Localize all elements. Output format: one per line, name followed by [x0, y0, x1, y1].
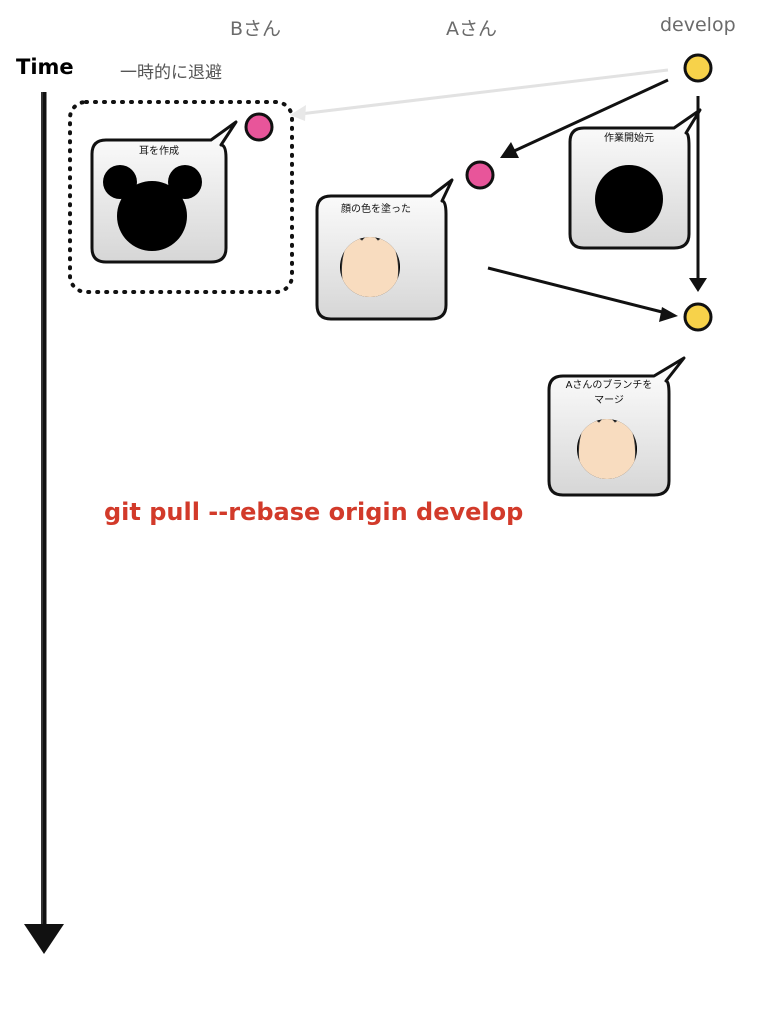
arrow-a-to-merge	[487, 266, 678, 322]
black-circle-face	[595, 165, 663, 233]
column-label-a: Aさん	[446, 18, 497, 40]
arrow-develop-down	[689, 96, 707, 292]
merge-commit-node	[683, 302, 713, 332]
develop-commit-node	[683, 53, 713, 83]
column-label-develop: develop	[660, 14, 736, 36]
time-axis-label: Time	[16, 55, 74, 79]
arrow-develop-to-a	[500, 78, 669, 158]
bubble-b-ears	[90, 120, 238, 264]
commit-caption-develop-merge-line1: Aさんのブランチを	[565, 380, 653, 391]
commit-caption-a-color: 顔の色を塗った	[341, 204, 411, 215]
commit-caption-develop-merge: Aさんのブランチを マージ	[549, 378, 669, 408]
commit-caption-develop-merge-line2: マージ	[594, 395, 624, 406]
stash-dotted-box	[68, 100, 294, 294]
git-command-text: git pull --rebase origin develop	[104, 498, 524, 526]
arrow-develop-to-stash	[290, 68, 669, 121]
bubble-a-color	[315, 178, 454, 321]
commit-caption-b-ears: 耳を作成	[139, 146, 179, 157]
mickey-head	[117, 181, 187, 251]
commit-caption-develop-start: 作業開始元	[604, 133, 654, 144]
column-label-b: Bさん	[230, 18, 282, 40]
bubble-develop-merge	[547, 356, 686, 497]
a-commit-node	[465, 160, 495, 190]
bubble-develop-start	[568, 108, 702, 250]
mickey-ear-right	[168, 165, 202, 199]
stash-label: 一時的に退避	[120, 63, 222, 83]
time-axis-arrow	[24, 92, 64, 954]
b-commit-node	[244, 112, 274, 142]
